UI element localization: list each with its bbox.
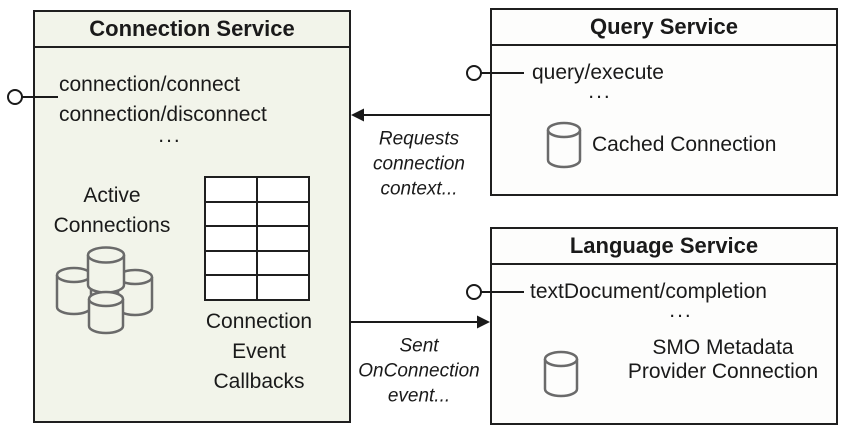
callbacks-table (204, 176, 310, 301)
method-connection-disconnect: connection/disconnect (59, 103, 267, 126)
table-cell (258, 276, 308, 299)
language-service-header: Language Service (492, 229, 836, 265)
language-more-ellipsis: ... (669, 299, 693, 322)
active-connections-label: Active Connections (53, 184, 171, 237)
query-service-title: Query Service (590, 14, 738, 39)
requests-arrow-left-icon (351, 108, 490, 122)
connection-service-title: Connection Service (89, 16, 295, 41)
table-cell (206, 251, 256, 275)
connection-more-ellipsis: ... (158, 124, 182, 147)
connection-methods: connection/connect connection/disconnect (59, 70, 267, 130)
method-connection-connect: connection/connect (59, 73, 240, 96)
language-service-box: Language Service (490, 227, 838, 425)
callbacks-label: Connection Event Callbacks (205, 310, 313, 393)
table-cell (258, 202, 308, 226)
table-cell (206, 227, 256, 250)
language-service-title: Language Service (569, 233, 759, 258)
table-cell (206, 202, 256, 226)
table-cell (258, 227, 308, 250)
connection-service-header: Connection Service (35, 12, 349, 48)
table-cell (258, 178, 308, 201)
smo-metadata-label: SMO Metadata Provider Connection (627, 336, 819, 383)
table-cell (206, 178, 256, 201)
onconnection-arrow-right-icon (351, 315, 490, 329)
query-service-header: Query Service (492, 10, 836, 46)
cached-connection-label: Cached Connection (592, 133, 777, 156)
query-service-box: Query Service (490, 8, 838, 196)
table-cell (206, 276, 256, 299)
query-more-ellipsis: ... (588, 80, 612, 103)
method-textdocument-completion: textDocument/completion (530, 280, 767, 303)
requests-connection-message: Requests connection context... (373, 128, 465, 200)
method-query-execute: query/execute (532, 61, 664, 84)
sent-onconnection-message: Sent OnConnection event... (358, 335, 480, 407)
table-cell (258, 251, 308, 275)
